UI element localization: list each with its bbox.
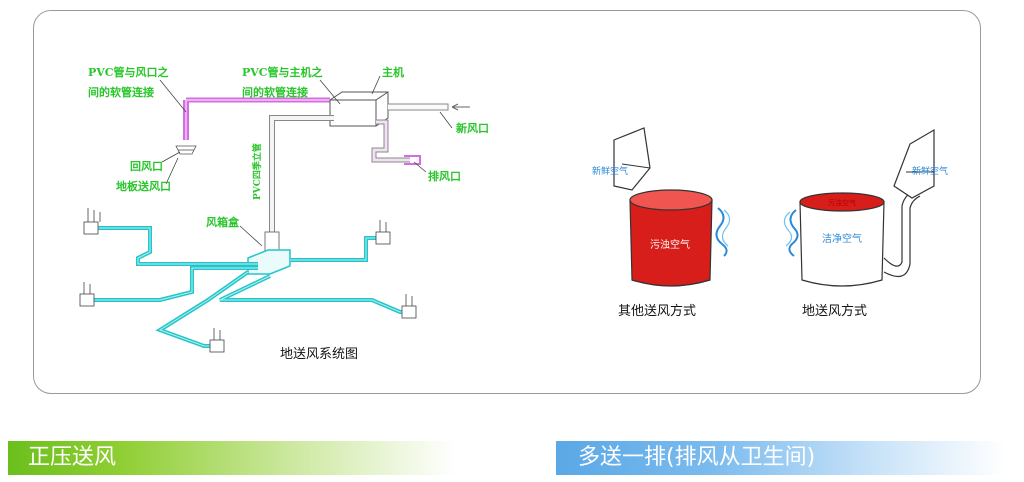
label-pvc-vent-hose-2: 间的软管连接 — [88, 85, 154, 99]
label-pvc-riser: PVC四季立管 — [251, 143, 263, 200]
label-fresh-air-inlet: 新风口 — [456, 121, 489, 135]
ventilation-diagram: PVC管与风口之 间的软管连接 PVC管与主机之 间的软管连接 主机 新风口 排… — [79, 65, 948, 362]
floor-dirty-air-label: 污浊空气 — [828, 198, 856, 207]
return-vent-icon — [175, 145, 197, 155]
system-diagram-title: 地送风系统图 — [280, 347, 358, 362]
exhaust-duct — [371, 119, 421, 165]
floor-clean-air-label: 洁净空气 — [822, 232, 862, 245]
label-pvc-host-hose-2: 间的软管连接 — [242, 85, 308, 99]
label-return-vent: 回风口 — [130, 159, 163, 173]
floor-vent-icons — [79, 208, 417, 353]
return-vent-hose — [183, 97, 330, 140]
leader-lines — [159, 75, 453, 247]
other-method-illustration — [613, 127, 731, 287]
floor-fresh-air-label: 新鲜空气 — [912, 165, 948, 177]
supply-ducts-highlight — [90, 227, 408, 347]
pvc-riser-pipe — [264, 115, 334, 255]
other-dirty-air-label: 污浊空气 — [650, 238, 690, 251]
label-floor-supply-vent: 地板送风口 — [116, 179, 171, 193]
label-air-box: 风箱盒 — [206, 215, 240, 229]
label-exhaust-outlet: 排风口 — [428, 169, 461, 183]
supply-exhaust-banner: 多送一排(排风从卫生间) — [556, 441, 1006, 475]
floor-method-caption: 地送风方式 — [802, 303, 867, 319]
other-method-caption: 其他送风方式 — [618, 303, 696, 319]
fresh-air-duct — [388, 103, 470, 111]
label-host-unit: 主机 — [382, 65, 404, 79]
other-fresh-air-label: 新鲜空气 — [592, 165, 628, 177]
label-pvc-vent-hose-1: PVC管与风口之 — [88, 65, 169, 79]
floor-method-illustration — [783, 128, 935, 287]
positive-pressure-banner: 正压送风 — [8, 441, 456, 475]
supply-ducts — [90, 226, 408, 348]
label-pvc-host-hose-1: PVC管与主机之 — [242, 65, 323, 79]
